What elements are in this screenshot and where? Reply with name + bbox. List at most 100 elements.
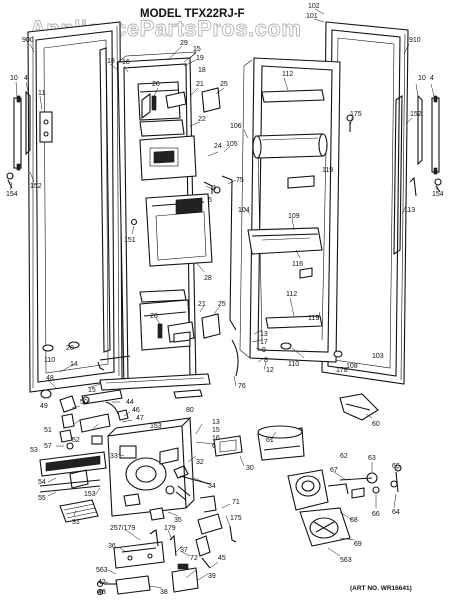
- leader-lines: [9, 8, 438, 593]
- drip-grille: [59, 499, 99, 523]
- callout-109: 109: [288, 213, 300, 220]
- door-top-rail: [261, 89, 325, 103]
- callout-37: 37: [180, 547, 188, 554]
- solenoid: [171, 567, 199, 593]
- connector-block: [115, 575, 151, 595]
- callout-178: 178: [336, 367, 348, 374]
- door-bottom-rail: [265, 315, 323, 329]
- fresh-food-handle-parts: [409, 83, 442, 197]
- callout-257-179: 257/179: [110, 525, 135, 532]
- callout-48: 48: [46, 375, 54, 382]
- callout-64: 64: [392, 509, 400, 516]
- callout-105: 105: [226, 141, 238, 148]
- callout-21b: 21: [198, 301, 206, 308]
- callout-153: 153: [150, 423, 162, 430]
- callout-106: 106: [230, 123, 242, 130]
- callout-175b: 175: [230, 515, 242, 522]
- callout-13: 13: [260, 331, 268, 338]
- callout-80: 80: [186, 407, 194, 414]
- callout-30: 30: [246, 465, 254, 472]
- freezer-handle-parts: [6, 81, 31, 189]
- callout-10: 10: [10, 75, 18, 82]
- callout-14: 14: [70, 361, 78, 368]
- callout-35: 35: [174, 517, 182, 524]
- callout-4: 4: [24, 75, 28, 82]
- callout-910: 910: [409, 37, 421, 44]
- callout-151: 151: [124, 237, 136, 244]
- door-bin-divider: [287, 175, 315, 189]
- callout-50: 50: [80, 399, 88, 406]
- callout-116: 116: [292, 261, 303, 268]
- callout-38: 38: [160, 589, 168, 596]
- callout-108: 108: [346, 363, 358, 370]
- callout-34: 34: [208, 483, 216, 490]
- dairy-compartment: [255, 133, 325, 159]
- handle-bar-right: [431, 97, 440, 173]
- callout-26b: 26: [150, 313, 158, 320]
- fresh-food-door-assembly: [239, 21, 409, 385]
- callout-55: 55: [38, 495, 46, 502]
- callout-61: 61: [266, 437, 274, 444]
- callout-154-left: 154: [6, 191, 18, 198]
- callout-15b: 15: [88, 387, 96, 394]
- callout-563-left: 563: [96, 567, 108, 574]
- callout-72: 72: [190, 555, 198, 562]
- callout-66: 66: [372, 511, 380, 518]
- callout-25b: 25: [218, 301, 226, 308]
- callout-47: 47: [136, 415, 144, 422]
- freezer-shelf-upper: [139, 119, 185, 137]
- dispenser-small-parts: [42, 175, 237, 371]
- callout-24: 24: [214, 143, 222, 150]
- callout-154-right: 154: [432, 191, 444, 198]
- callout-113: 113: [404, 207, 415, 214]
- callout-46: 46: [132, 407, 140, 414]
- callout-152-left: 152: [30, 183, 42, 190]
- callout-17: 17: [260, 339, 268, 346]
- callout-900: 900: [22, 37, 34, 44]
- callout-12: 12: [266, 367, 274, 374]
- callout-22: 22: [198, 116, 206, 123]
- callout-153b: 153: [84, 491, 96, 498]
- freezer-door-assembly: [27, 21, 123, 393]
- callout-15c: 15: [212, 427, 220, 434]
- callout-28: 28: [204, 275, 212, 282]
- callout-57: 57: [44, 443, 52, 450]
- callout-76: 76: [238, 383, 246, 390]
- callout-103: 103: [372, 353, 384, 360]
- callout-179: 179: [164, 525, 176, 532]
- mounting-bracket: [113, 541, 165, 569]
- callout-71: 71: [232, 499, 240, 506]
- callout-3: 3: [212, 185, 216, 192]
- callout-15: 15: [193, 46, 201, 53]
- callout-19: 19: [196, 55, 204, 62]
- callout-112b: 112: [286, 291, 297, 298]
- callout-43: 43: [98, 589, 106, 596]
- callout-110-right: 110: [288, 361, 299, 368]
- callout-45: 45: [218, 555, 226, 562]
- callout-101: 101: [306, 13, 318, 20]
- callout-62: 62: [340, 453, 348, 460]
- callout-53: 53: [30, 447, 38, 454]
- callout-11: 11: [38, 90, 45, 97]
- model-title: MODEL TFX22RJ-F: [140, 8, 245, 20]
- callout-67: 67: [330, 467, 338, 474]
- callout-33: 33: [110, 453, 118, 460]
- callout-68: 68: [350, 517, 358, 524]
- callout-20: 20: [66, 345, 74, 352]
- callout-69: 69: [354, 541, 362, 548]
- callout-8: 8: [264, 357, 268, 364]
- freezer-door-liner-edge: [99, 47, 111, 353]
- freezer-door-gasket: [35, 30, 115, 383]
- callout-65: 65: [392, 463, 400, 470]
- callout-175: 175: [350, 111, 362, 118]
- freezer-liner-assembly: [99, 51, 221, 389]
- callout-75: 75: [236, 177, 244, 184]
- bottom-bracket-parts: [96, 513, 237, 596]
- callout-32: 32: [196, 459, 204, 466]
- callout-26: 26: [152, 81, 160, 88]
- callout-42: 42: [98, 579, 106, 586]
- callout-36: 36: [108, 543, 116, 550]
- callout-31: 31: [72, 519, 80, 526]
- callout-102: 102: [308, 3, 320, 10]
